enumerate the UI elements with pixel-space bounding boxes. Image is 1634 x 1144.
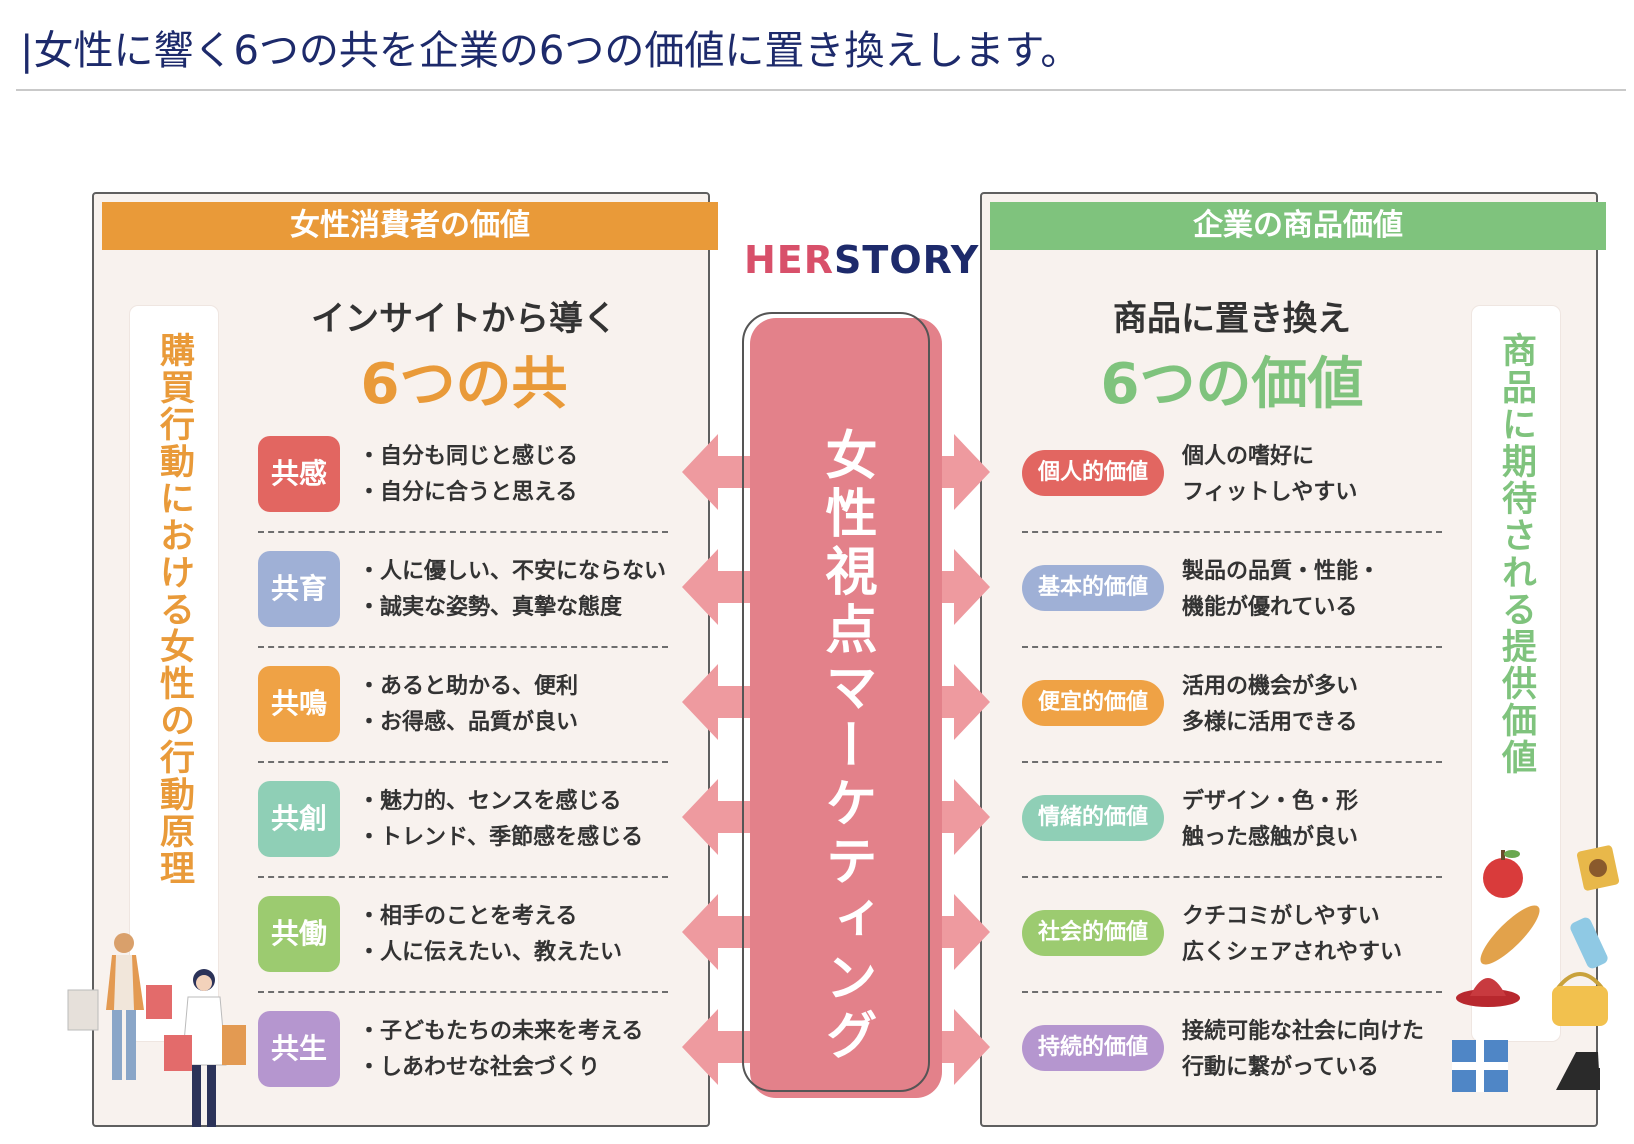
product-row-badge: 情緒的価値: [1022, 795, 1164, 841]
page-title: |女性に響く6つの共を企業の6つの価値に置き換えします。: [20, 28, 1081, 74]
herstory-logo: HERSTORY: [744, 238, 978, 282]
center-column: [750, 318, 942, 1098]
product-heading: 6つの価値: [1100, 352, 1364, 417]
product-row-line2: 多様に活用できる: [1182, 710, 1358, 735]
center-column-outline: [742, 312, 930, 1092]
product-side-text: 商品に期待される提供価値: [1496, 332, 1536, 776]
consumer-row: 共鳴 ・あると助かる、便利 ・お得感、品質が良い: [258, 646, 668, 763]
product-row-line1: 接続可能な社会に向けた: [1182, 1019, 1425, 1044]
consumer-row-line1: ・子どもたちの未来を考える: [358, 1019, 644, 1044]
consumer-row: 共働 ・相手のことを考える ・人に伝えたい、教えたい: [258, 876, 668, 993]
consumer-row-line2: ・人に伝えたい、教えたい: [358, 940, 623, 965]
water-bottle-icon: [1570, 917, 1608, 969]
consumer-heading: 6つの共: [360, 352, 568, 417]
consumer-row: 共感 ・自分も同じと感じる ・自分に合うと思える: [258, 416, 668, 533]
consumer-row-line1: ・相手のことを考える: [358, 904, 578, 929]
consumer-row-line1: ・魅力的、センスを感じる: [358, 789, 622, 814]
logo-story: STORY: [834, 238, 980, 282]
product-row: 個人的価値 個人の嗜好に フィットしやすい: [1022, 416, 1442, 533]
consumer-row-line1: ・人に優しい、不安にならない: [358, 559, 667, 584]
products-illustration: [1452, 845, 1620, 1092]
consumer-row-line2: ・トレンド、季節感を感じる: [358, 825, 644, 850]
title-divider: [16, 89, 1626, 91]
consumer-row: 共生 ・子どもたちの未来を考える ・しあわせな社会づくり: [258, 991, 668, 1106]
consumer-row-line2: ・自分に合うと思える: [358, 480, 578, 505]
consumer-value-header: 女性消費者の価値: [102, 202, 718, 250]
consumer-subtitle: インサイトから導く: [311, 299, 617, 339]
consumer-row-line2: ・お得感、品質が良い: [358, 710, 579, 735]
product-row-badge: 便宜的価値: [1022, 680, 1164, 726]
consumer-row: 共創 ・魅力的、センスを感じる ・トレンド、季節感を感じる: [258, 761, 668, 878]
product-value-header: 企業の商品価値: [990, 202, 1606, 250]
product-row-badge: 社会的価値: [1022, 910, 1164, 956]
product-value-panel: 企業の商品価値 商品に期待される提供価値 商品に置き換え 6つの価値 個人的価値…: [980, 192, 1606, 1127]
center-label: 女性視点マーケティング: [816, 428, 876, 1066]
consumer-row-line2: ・誠実な姿勢、真摯な態度: [358, 595, 623, 620]
product-row-line1: クチコミがしやすい: [1182, 904, 1380, 929]
consumer-side-banner: 購買行動における女性の行動原理: [130, 306, 218, 1041]
product-row: 便宜的価値 活用の機会が多い 多様に活用できる: [1022, 646, 1442, 763]
consumer-row: 共育 ・人に優しい、不安にならない ・誠実な姿勢、真摯な態度: [258, 531, 668, 648]
product-row-line2: 行動に繋がっている: [1182, 1055, 1379, 1080]
snack-bag-icon: [1576, 845, 1620, 891]
gift-icon: [1452, 1040, 1508, 1092]
product-row-line1: デザイン・色・形: [1182, 789, 1359, 814]
bread-icon: [1480, 905, 1540, 965]
consumer-row-badge: 共働: [258, 896, 340, 972]
product-row: 情緒的価値 デザイン・色・形 触った感触が良い: [1022, 761, 1442, 878]
product-row-line1: 個人の嗜好に: [1182, 444, 1315, 469]
handbag-icon: [1552, 972, 1608, 1026]
product-row: 持続的価値 接続可能な社会に向けた 行動に繋がっている: [1022, 991, 1442, 1106]
hat-icon: [1456, 978, 1520, 1007]
shoppers-illustration: [67, 933, 246, 1127]
product-row-line2: フィットしやすい: [1182, 480, 1358, 505]
consumer-row-badge: 共鳴: [258, 666, 340, 742]
product-row-line2: 機能が優れている: [1182, 595, 1358, 620]
product-row-badge: 持続的価値: [1022, 1025, 1164, 1071]
product-row-badge: 個人的価値: [1022, 450, 1164, 496]
product-subtitle: 商品に置き換え: [1113, 299, 1351, 339]
consumer-row-line1: ・自分も同じと感じる: [358, 444, 579, 469]
consumer-value-panel: 女性消費者の価値 購買行動における女性の行動原理 インサイトから導く 6つの共 …: [92, 192, 718, 1127]
apple-icon: [1483, 850, 1523, 898]
product-row-line1: 製品の品質・性能・: [1182, 559, 1381, 584]
product-row-badge: 基本的価値: [1022, 565, 1164, 611]
consumer-row-badge: 共育: [258, 551, 340, 627]
shoe-icon: [1556, 1052, 1600, 1090]
product-row: 社会的価値 クチコミがしやすい 広くシェアされやすい: [1022, 876, 1442, 993]
logo-her: HER: [744, 238, 835, 282]
consumer-row-line1: ・あると助かる、便利: [358, 674, 579, 699]
consumer-side-text: 購買行動における女性の行動原理: [154, 332, 194, 887]
product-row-line1: 活用の機会が多い: [1182, 674, 1359, 699]
product-row-line2: 広くシェアされやすい: [1182, 940, 1403, 965]
consumer-row-badge: 共感: [258, 436, 340, 512]
consumer-row-line2: ・しあわせな社会づくり: [358, 1055, 601, 1080]
product-row: 基本的価値 製品の品質・性能・ 機能が優れている: [1022, 531, 1442, 648]
consumer-row-badge: 共創: [258, 781, 340, 857]
consumer-row-badge: 共生: [258, 1011, 340, 1087]
product-row-line2: 触った感触が良い: [1182, 825, 1359, 850]
